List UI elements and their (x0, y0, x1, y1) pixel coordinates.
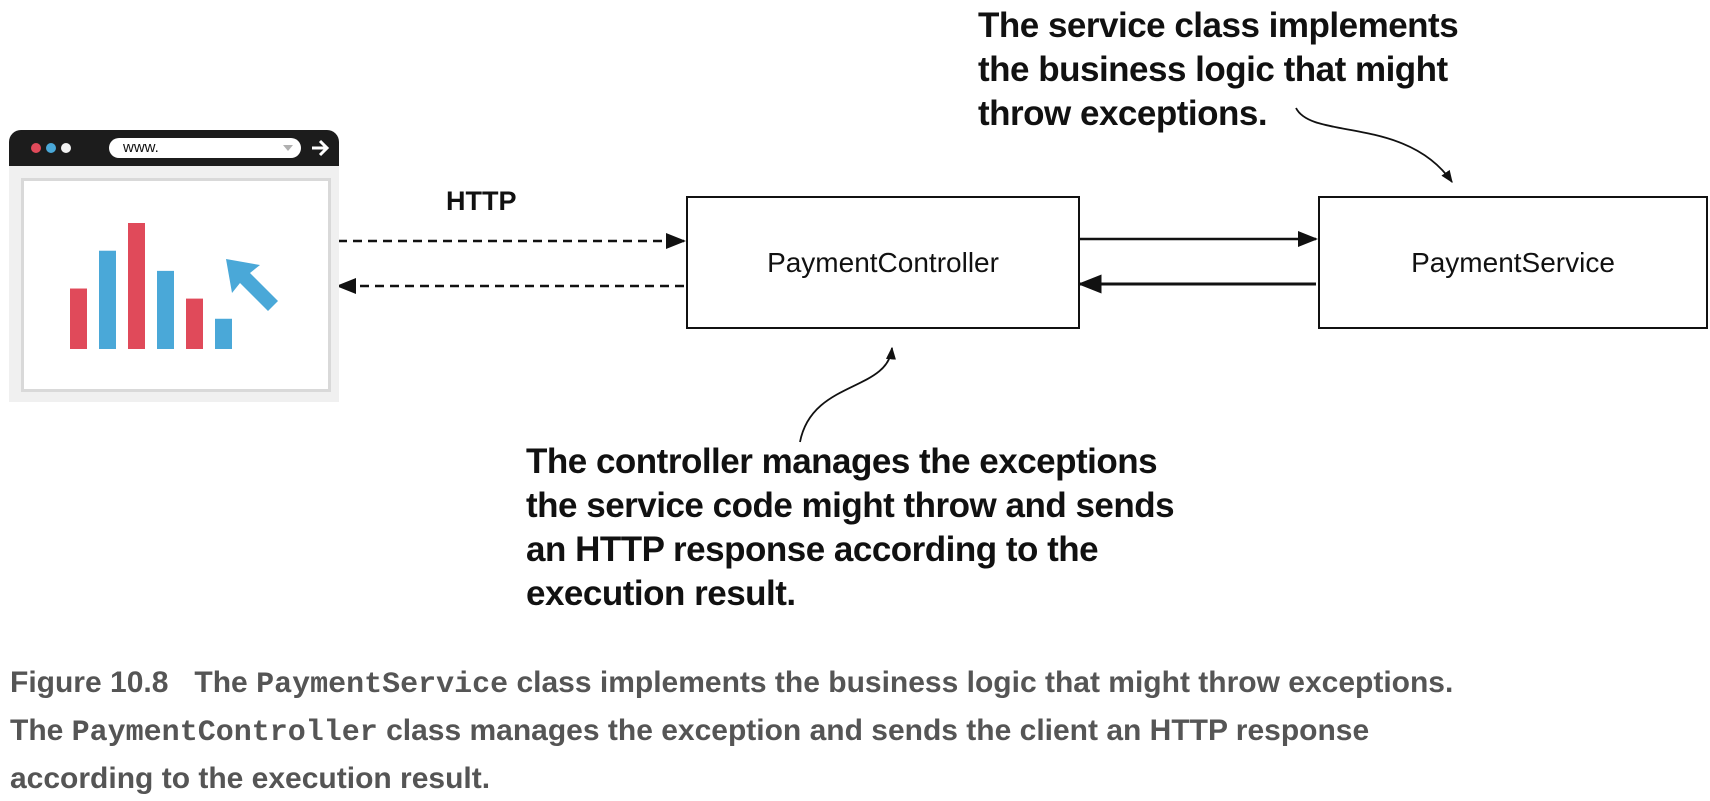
bar-chart-icon (70, 223, 232, 349)
figure-number: Figure 10.8 (10, 666, 169, 699)
caption-text: The (10, 714, 72, 747)
go-arrow-icon (312, 139, 330, 157)
mini-chart-bar (70, 288, 87, 349)
caption-line-2: The PaymentController class manages the … (10, 708, 1705, 756)
mini-chart-bar (186, 298, 203, 349)
controller-annotation-line: the service code might throw and sends (526, 486, 1175, 525)
mini-chart-bar (128, 223, 145, 349)
controller-annotation-line: execution result. (526, 574, 796, 613)
caption-line-1: Figure 10.8 The PaymentService class impl… (10, 660, 1705, 708)
browser-minimize-dot (46, 143, 56, 153)
browser-close-dot (31, 143, 41, 153)
service-annotation-line: the business logic that might (978, 50, 1448, 89)
payment-service-box: PaymentService (1318, 196, 1708, 329)
browser-title-bar: www. (9, 130, 339, 166)
caption-code-term: PaymentService (256, 668, 509, 702)
http-label: HTTP (446, 186, 517, 216)
service-annotation-line: throw exceptions. (978, 94, 1268, 133)
browser-maximize-dot (61, 143, 71, 153)
cursor-arrow-icon (226, 259, 278, 311)
service-annotation-line: The service class implements (978, 6, 1459, 45)
controller-annotation-line: The controller manages the exceptions (526, 442, 1158, 481)
caption-line-3: according to the execution result. (10, 762, 491, 795)
service-callout-arrow (1295, 107, 1453, 184)
url-dropdown-icon (283, 145, 293, 151)
payment-service-label: PaymentService (1411, 246, 1615, 278)
mini-chart-bar (157, 270, 174, 349)
payment-controller-box: PaymentController (686, 196, 1080, 329)
browser-address-bar: www. (109, 138, 301, 158)
mini-chart-bar (99, 250, 116, 349)
browser-illustration: www. (9, 130, 339, 402)
controller-callout-arrow (799, 346, 896, 443)
caption-text: The (194, 666, 257, 699)
browser-url-text: www. (123, 139, 159, 156)
caption-text: class implements the business logic that… (508, 666, 1454, 699)
browser-content (21, 178, 331, 392)
mini-chart-bar (215, 318, 232, 349)
caption-text: class manages the exception and sends th… (377, 714, 1370, 747)
controller-annotation: The controller manages the exceptions th… (526, 440, 1175, 616)
payment-controller-label: PaymentController (767, 246, 999, 278)
service-annotation: The service class implements the busines… (978, 4, 1459, 136)
controller-annotation-line: an HTTP response according to the (526, 530, 1099, 569)
caption-code-term: PaymentController (71, 716, 378, 750)
